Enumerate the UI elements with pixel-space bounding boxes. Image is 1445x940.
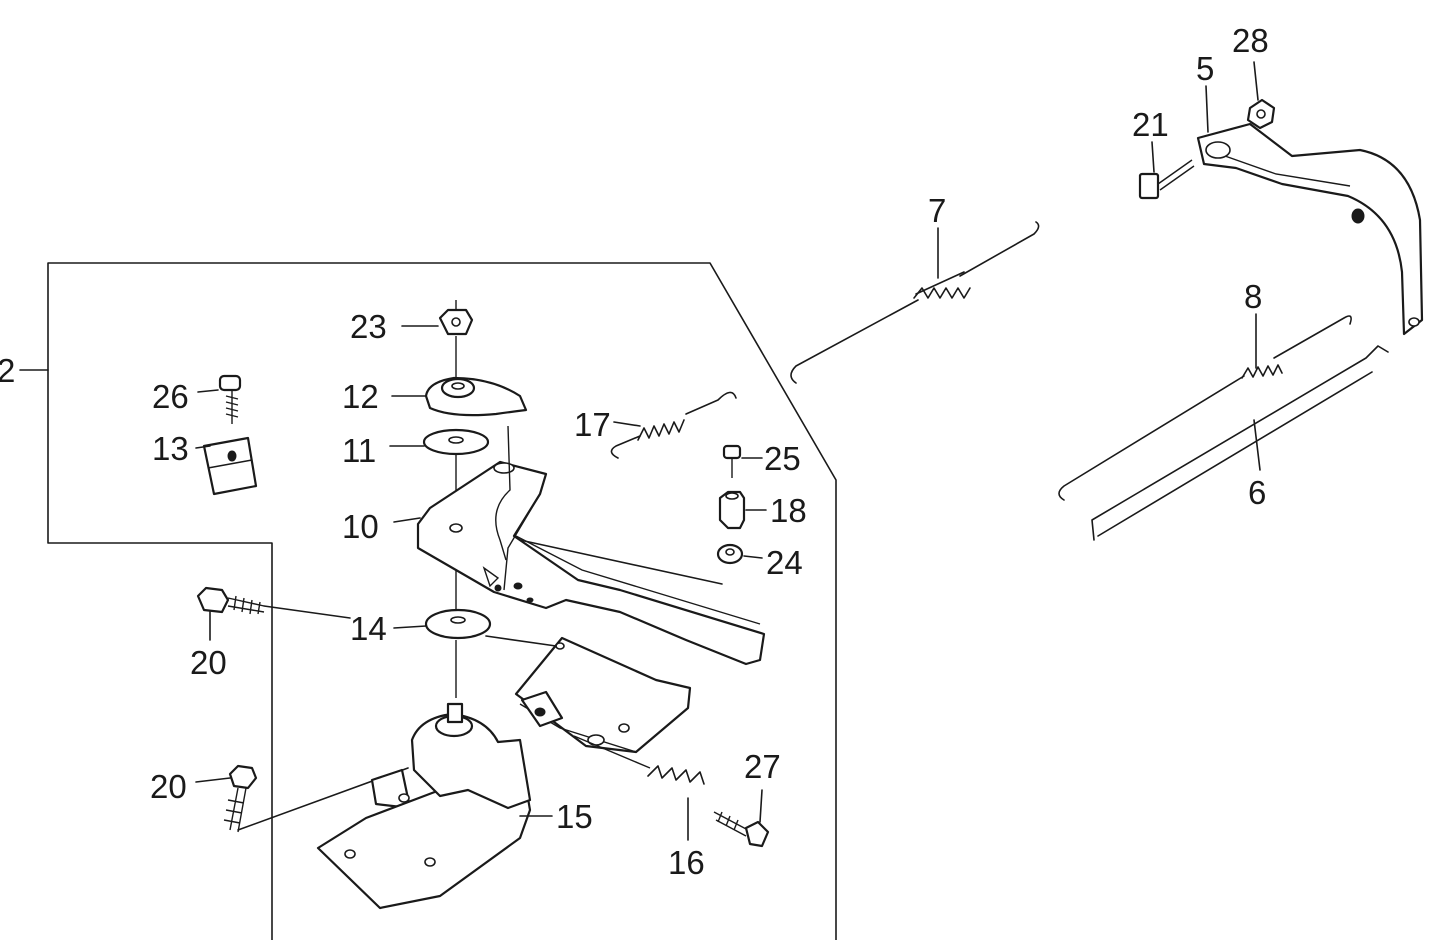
arm-5 — [1196, 122, 1424, 336]
base-bracket-15 — [316, 636, 692, 910]
callout-24: 24 — [766, 544, 803, 581]
callout-25: 25 — [764, 440, 801, 477]
spacer-18 — [718, 490, 746, 530]
spring-17 — [610, 391, 737, 459]
nut-24 — [716, 543, 744, 565]
callout-26: 26 — [152, 378, 189, 415]
washer-11 — [422, 428, 490, 456]
spring-8 — [1058, 315, 1352, 501]
bolt-20-upper — [196, 586, 265, 615]
plate-12 — [424, 376, 528, 417]
callout-7: 7 — [928, 192, 946, 229]
callout-27: 27 — [744, 748, 781, 785]
nut-23 — [438, 300, 474, 336]
callout-13: 13 — [152, 430, 189, 467]
leader-6 — [1253, 419, 1261, 471]
callout-15: 15 — [556, 798, 593, 835]
bolt-25 — [722, 444, 742, 478]
callout-2: 2 — [0, 352, 15, 389]
leader-5 — [1205, 85, 1209, 133]
leader-24 — [743, 555, 763, 559]
callout-18: 18 — [770, 492, 807, 529]
leader-20-lower — [195, 777, 231, 783]
callout-23: 23 — [350, 308, 387, 345]
bracket-10 — [416, 425, 766, 666]
callout-20-lower: 20 — [150, 768, 187, 805]
leader-27 — [759, 789, 763, 823]
callout-5: 5 — [1196, 50, 1214, 87]
assembly-outline — [47, 262, 837, 940]
leader-13 — [195, 445, 211, 449]
callout-17: 17 — [574, 406, 611, 443]
leader-10 — [393, 517, 421, 523]
nut-28 — [1246, 98, 1276, 130]
leader-21 — [1151, 141, 1155, 173]
bolt-21 — [1138, 159, 1195, 200]
leader-14-upper — [263, 605, 351, 619]
callout-8: 8 — [1244, 278, 1262, 315]
rod-6 — [1091, 345, 1389, 541]
washer-14 — [424, 608, 492, 640]
callout-14: 14 — [350, 610, 387, 647]
callout-12: 12 — [342, 378, 379, 415]
callout-6: 6 — [1248, 474, 1266, 511]
block-13 — [202, 436, 258, 496]
bolt-20-lower — [223, 764, 258, 833]
leader-14 — [393, 625, 427, 629]
callout-20-upper: 20 — [190, 644, 227, 681]
callout-21: 21 — [1132, 106, 1169, 143]
callout-16: 16 — [668, 844, 705, 881]
bolt-26 — [218, 374, 242, 424]
leader-14-link — [485, 635, 557, 647]
leader-26 — [197, 389, 219, 393]
leader-28 — [1253, 61, 1259, 101]
spring-7 — [790, 221, 1040, 384]
callout-10: 10 — [342, 508, 379, 545]
leader-17 — [613, 421, 641, 427]
callout-11: 11 — [342, 432, 376, 469]
callout-28: 28 — [1232, 22, 1269, 59]
spring-16 — [573, 735, 705, 785]
leader-24-link — [519, 539, 723, 585]
bolt-27 — [713, 811, 770, 848]
